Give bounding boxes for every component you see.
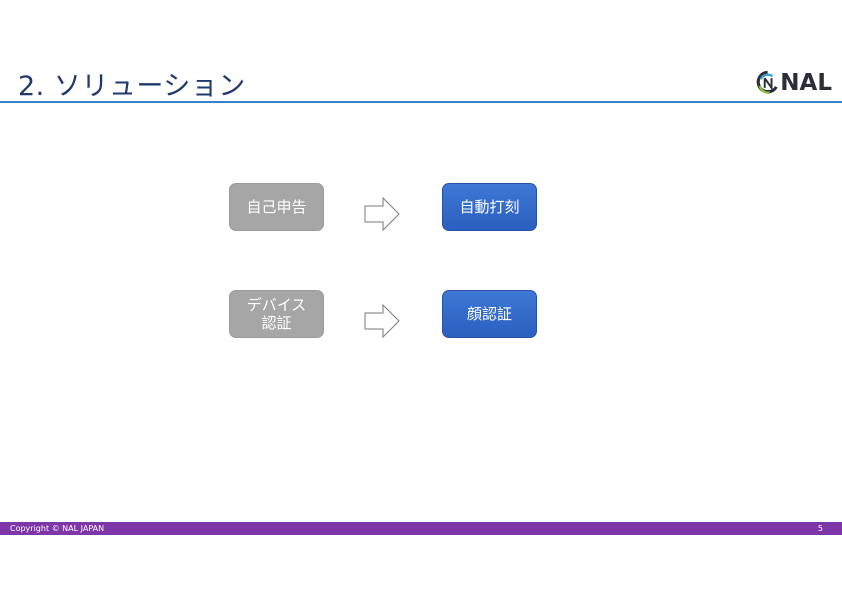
- nal-logo-mark-icon: [756, 70, 778, 94]
- self-report-box: 自己申告: [229, 183, 324, 231]
- nal-logo: NAL: [756, 68, 832, 98]
- device-auth-label-line1: デバイス: [246, 296, 307, 314]
- right-arrow-icon: [364, 197, 400, 231]
- auto-stamp-label: 自動打刻: [459, 198, 520, 216]
- page-number: 5: [817, 523, 823, 533]
- self-report-label: 自己申告: [246, 198, 307, 216]
- device-auth-box: デバイス 認証: [229, 290, 324, 338]
- footer-bar: Copyright © NAL JAPAN 5: [0, 522, 842, 535]
- face-auth-box: 顔認証: [442, 290, 537, 338]
- right-arrow-icon: [364, 304, 400, 338]
- face-auth-label: 顔認証: [466, 305, 512, 323]
- footer-copyright: Copyright © NAL JAPAN: [10, 523, 105, 533]
- slide-title: 2. ソリューション: [18, 71, 246, 102]
- device-auth-label-line2: 認証: [261, 314, 292, 332]
- nal-logo-text: NAL: [780, 69, 832, 96]
- title-divider: [0, 101, 842, 103]
- auto-stamp-box: 自動打刻: [442, 183, 537, 231]
